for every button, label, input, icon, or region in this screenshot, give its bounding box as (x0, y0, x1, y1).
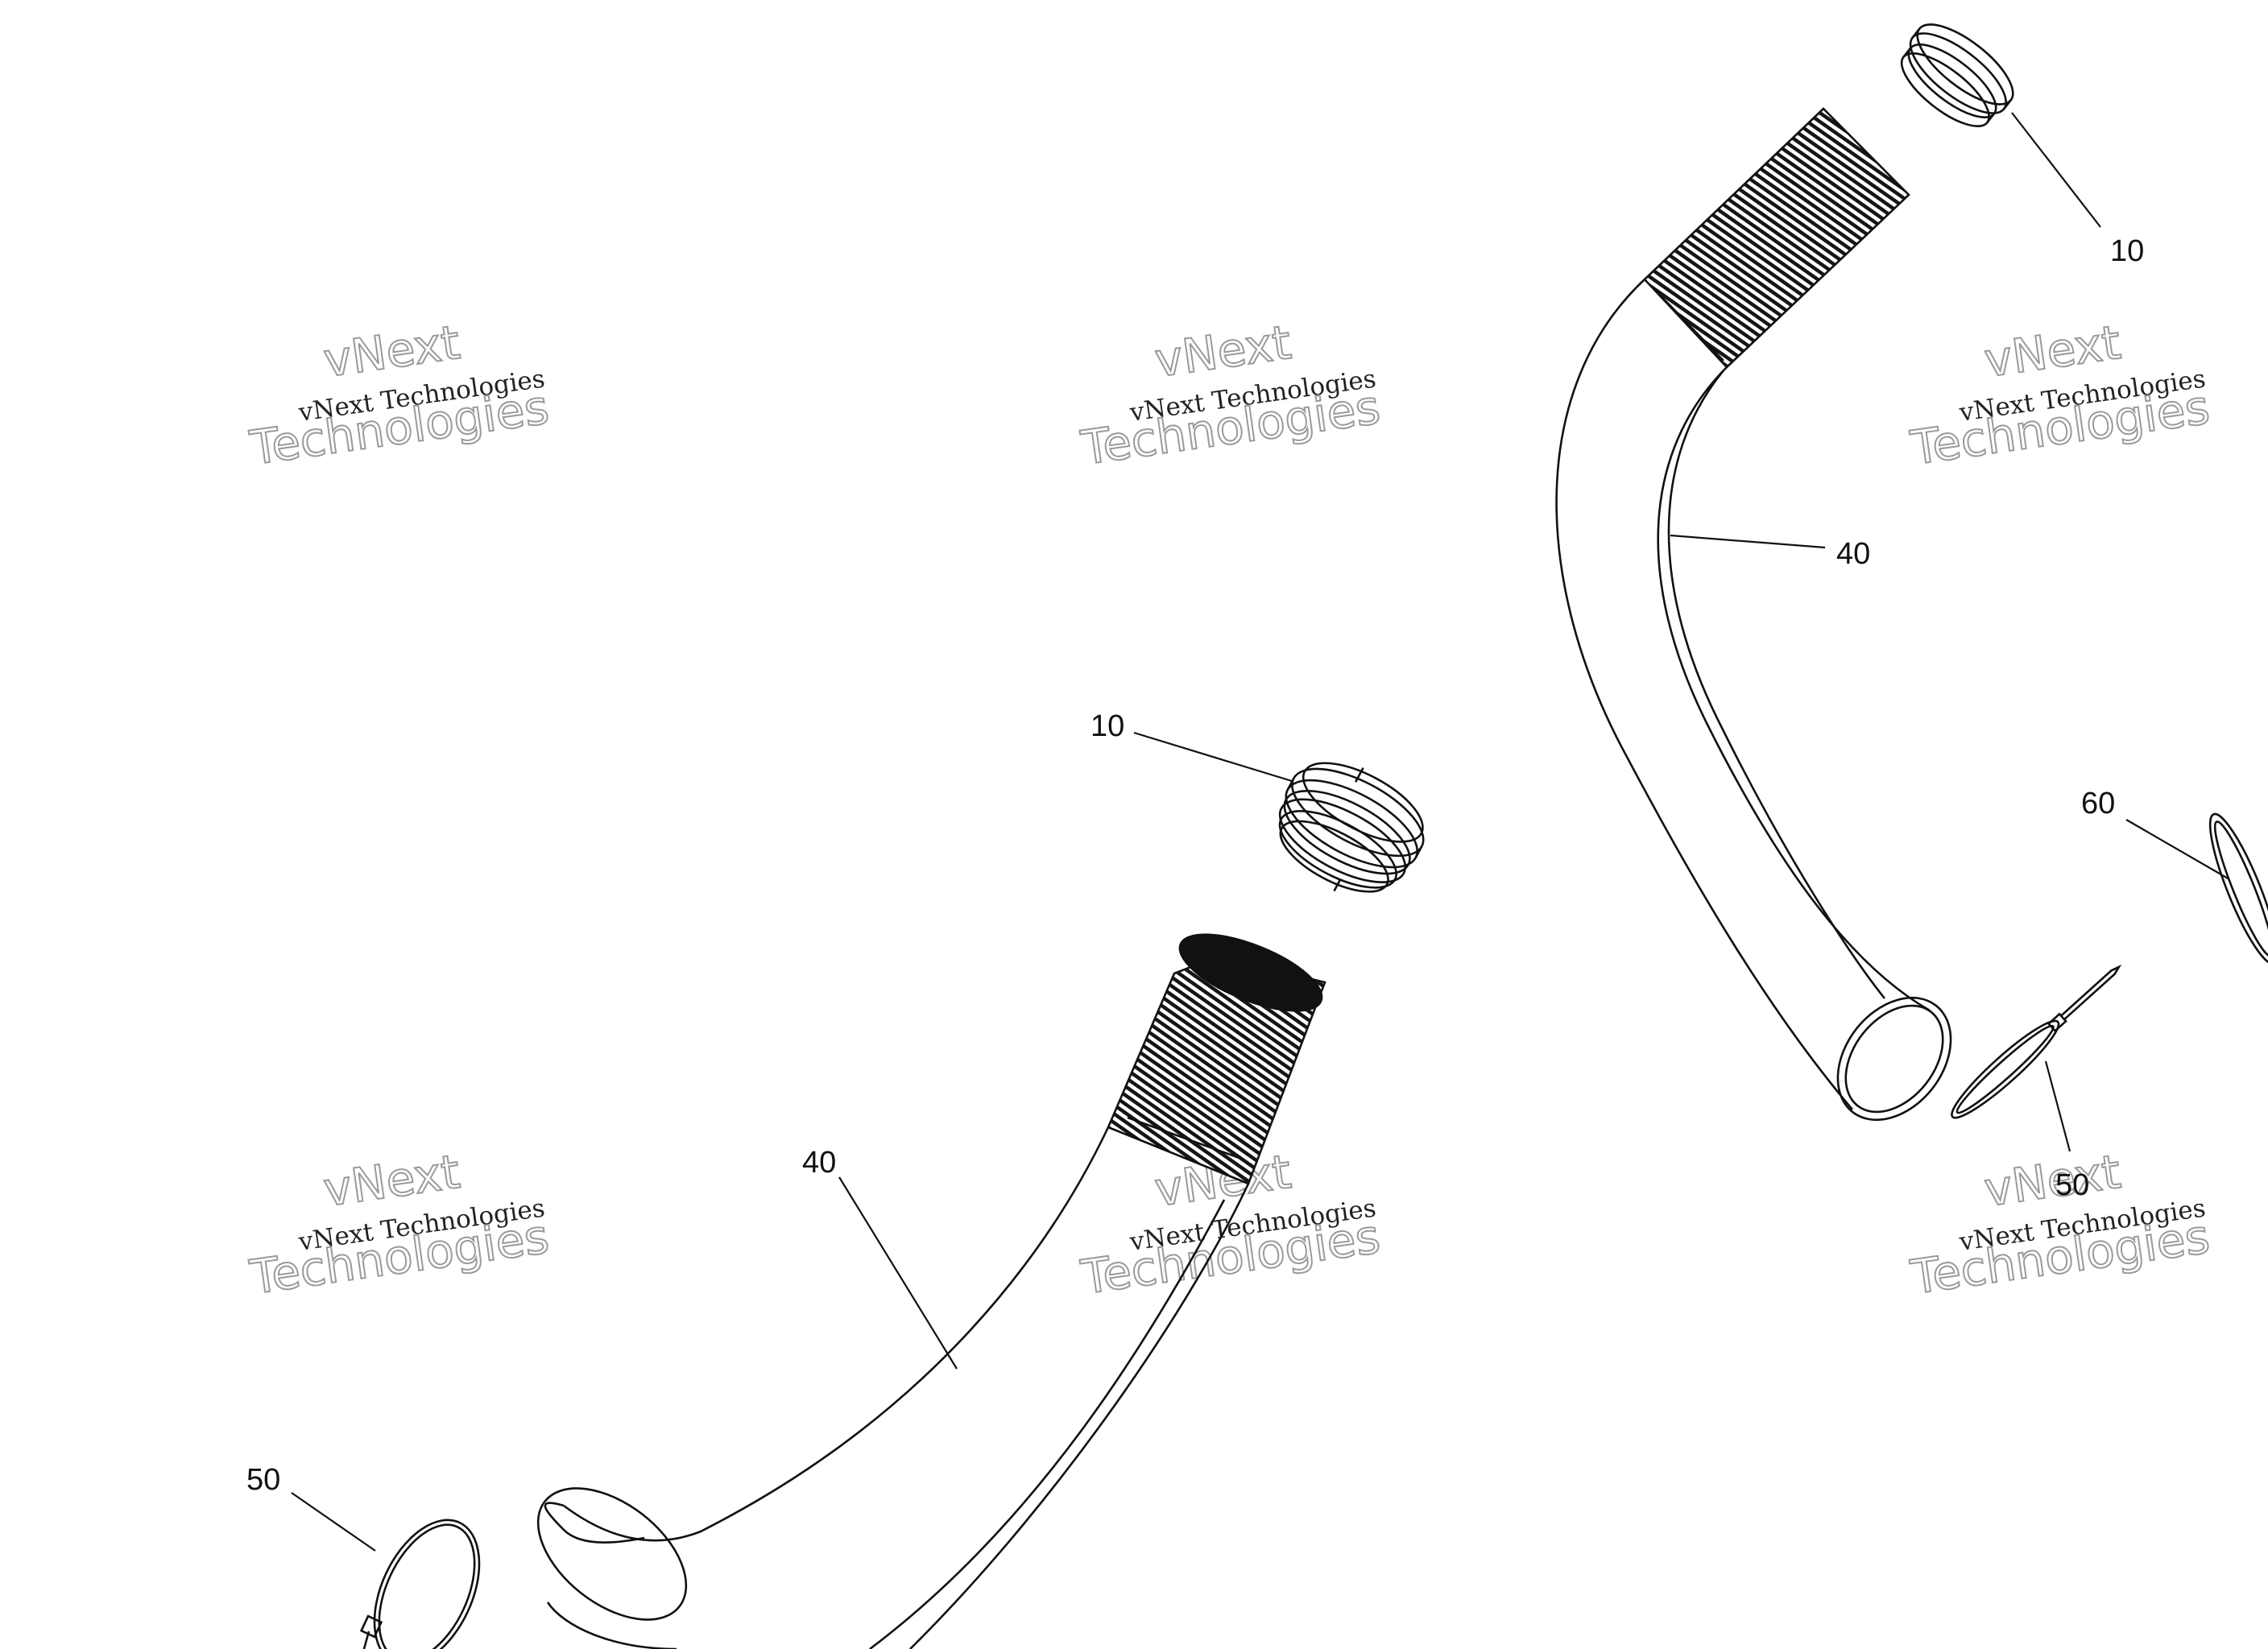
cable-tie-left (359, 1519, 481, 1649)
clamp-ring-center (1278, 762, 1425, 893)
leader-50-left (291, 1492, 376, 1552)
callout-60: 60 (2081, 787, 2115, 820)
leader-50-right (2044, 1060, 2071, 1152)
watermark-big-top: vNext (1981, 315, 2124, 388)
cable-tie-right (1951, 964, 2122, 1119)
watermark-bottom-left: vNext vNext Technologies Technologies (246, 1143, 553, 1306)
watermark-top-right: vNext vNext Technologies Technologies (1906, 314, 2213, 477)
callout-10-center: 10 (1091, 709, 1124, 743)
callout-40-lower: 40 (802, 1146, 836, 1180)
leader-40-lower (838, 1176, 958, 1370)
watermark-big-top: vNext (321, 1144, 463, 1217)
leader-60 (2125, 819, 2230, 880)
callout-50-left: 50 (246, 1463, 280, 1497)
watermark-big-top: vNext (1152, 315, 1294, 388)
watermark-big-top: vNext (1981, 1144, 2124, 1217)
hose-lower (536, 933, 1326, 1649)
callout-50-right: 50 (2055, 1168, 2089, 1202)
clip-part-60 (2208, 812, 2268, 965)
leader-10-center (1133, 731, 1293, 783)
hose-upper-right (1555, 107, 1952, 1122)
watermark-top-left: vNext vNext Technologies Technologies (246, 314, 553, 477)
watermark-big-top: vNext (321, 315, 463, 388)
watermark-top-center: vNext vNext Technologies Technologies (1077, 314, 1384, 477)
callout-40-upper: 40 (1836, 537, 1870, 571)
clamp-ring-top (1900, 23, 2014, 127)
leader-40-upper (1670, 534, 1826, 549)
watermark-bottom-right: vNext vNext Technologies Technologies (1906, 1143, 2213, 1306)
leader-10-top (2011, 112, 2101, 228)
callout-10-top: 10 (2110, 234, 2144, 268)
